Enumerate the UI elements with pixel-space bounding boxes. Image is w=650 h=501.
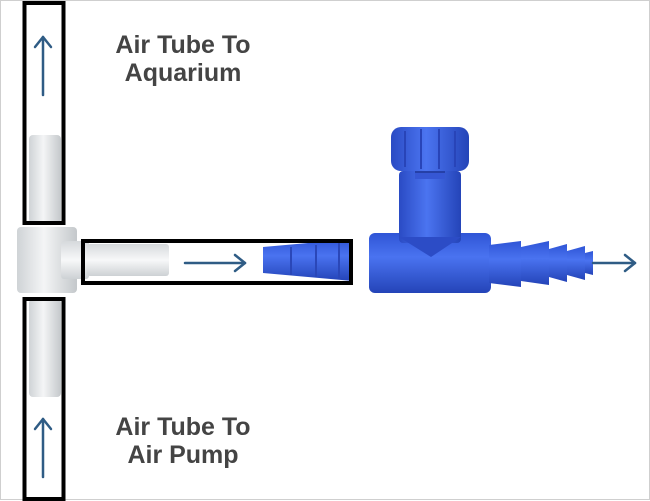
arrow-up-icon — [33, 35, 53, 97]
label-bottom-line1: Air Tube To — [115, 413, 251, 441]
label-bottom-line2: Air Pump — [127, 441, 239, 469]
label-top-line2: Aquarium — [124, 59, 242, 87]
air-valve — [263, 127, 593, 293]
label-air-tube-to-air-pump: Air Tube To Air Pump — [73, 413, 293, 469]
t-connector — [17, 227, 89, 293]
label-air-tube-to-aquarium: Air Tube To Aquarium — [73, 31, 293, 87]
outline-horizontal — [81, 239, 353, 285]
outline-vertical-top — [22, 1, 66, 225]
outline-vertical-bottom — [22, 297, 66, 501]
arrow-right-icon — [591, 253, 637, 273]
arrow-up-icon — [33, 417, 53, 479]
tube-to-aquarium — [29, 135, 61, 223]
arrow-right-icon — [183, 253, 247, 273]
tube-to-valve — [87, 244, 169, 276]
tube-to-air-pump — [29, 299, 61, 397]
label-top-line1: Air Tube To — [115, 31, 251, 59]
